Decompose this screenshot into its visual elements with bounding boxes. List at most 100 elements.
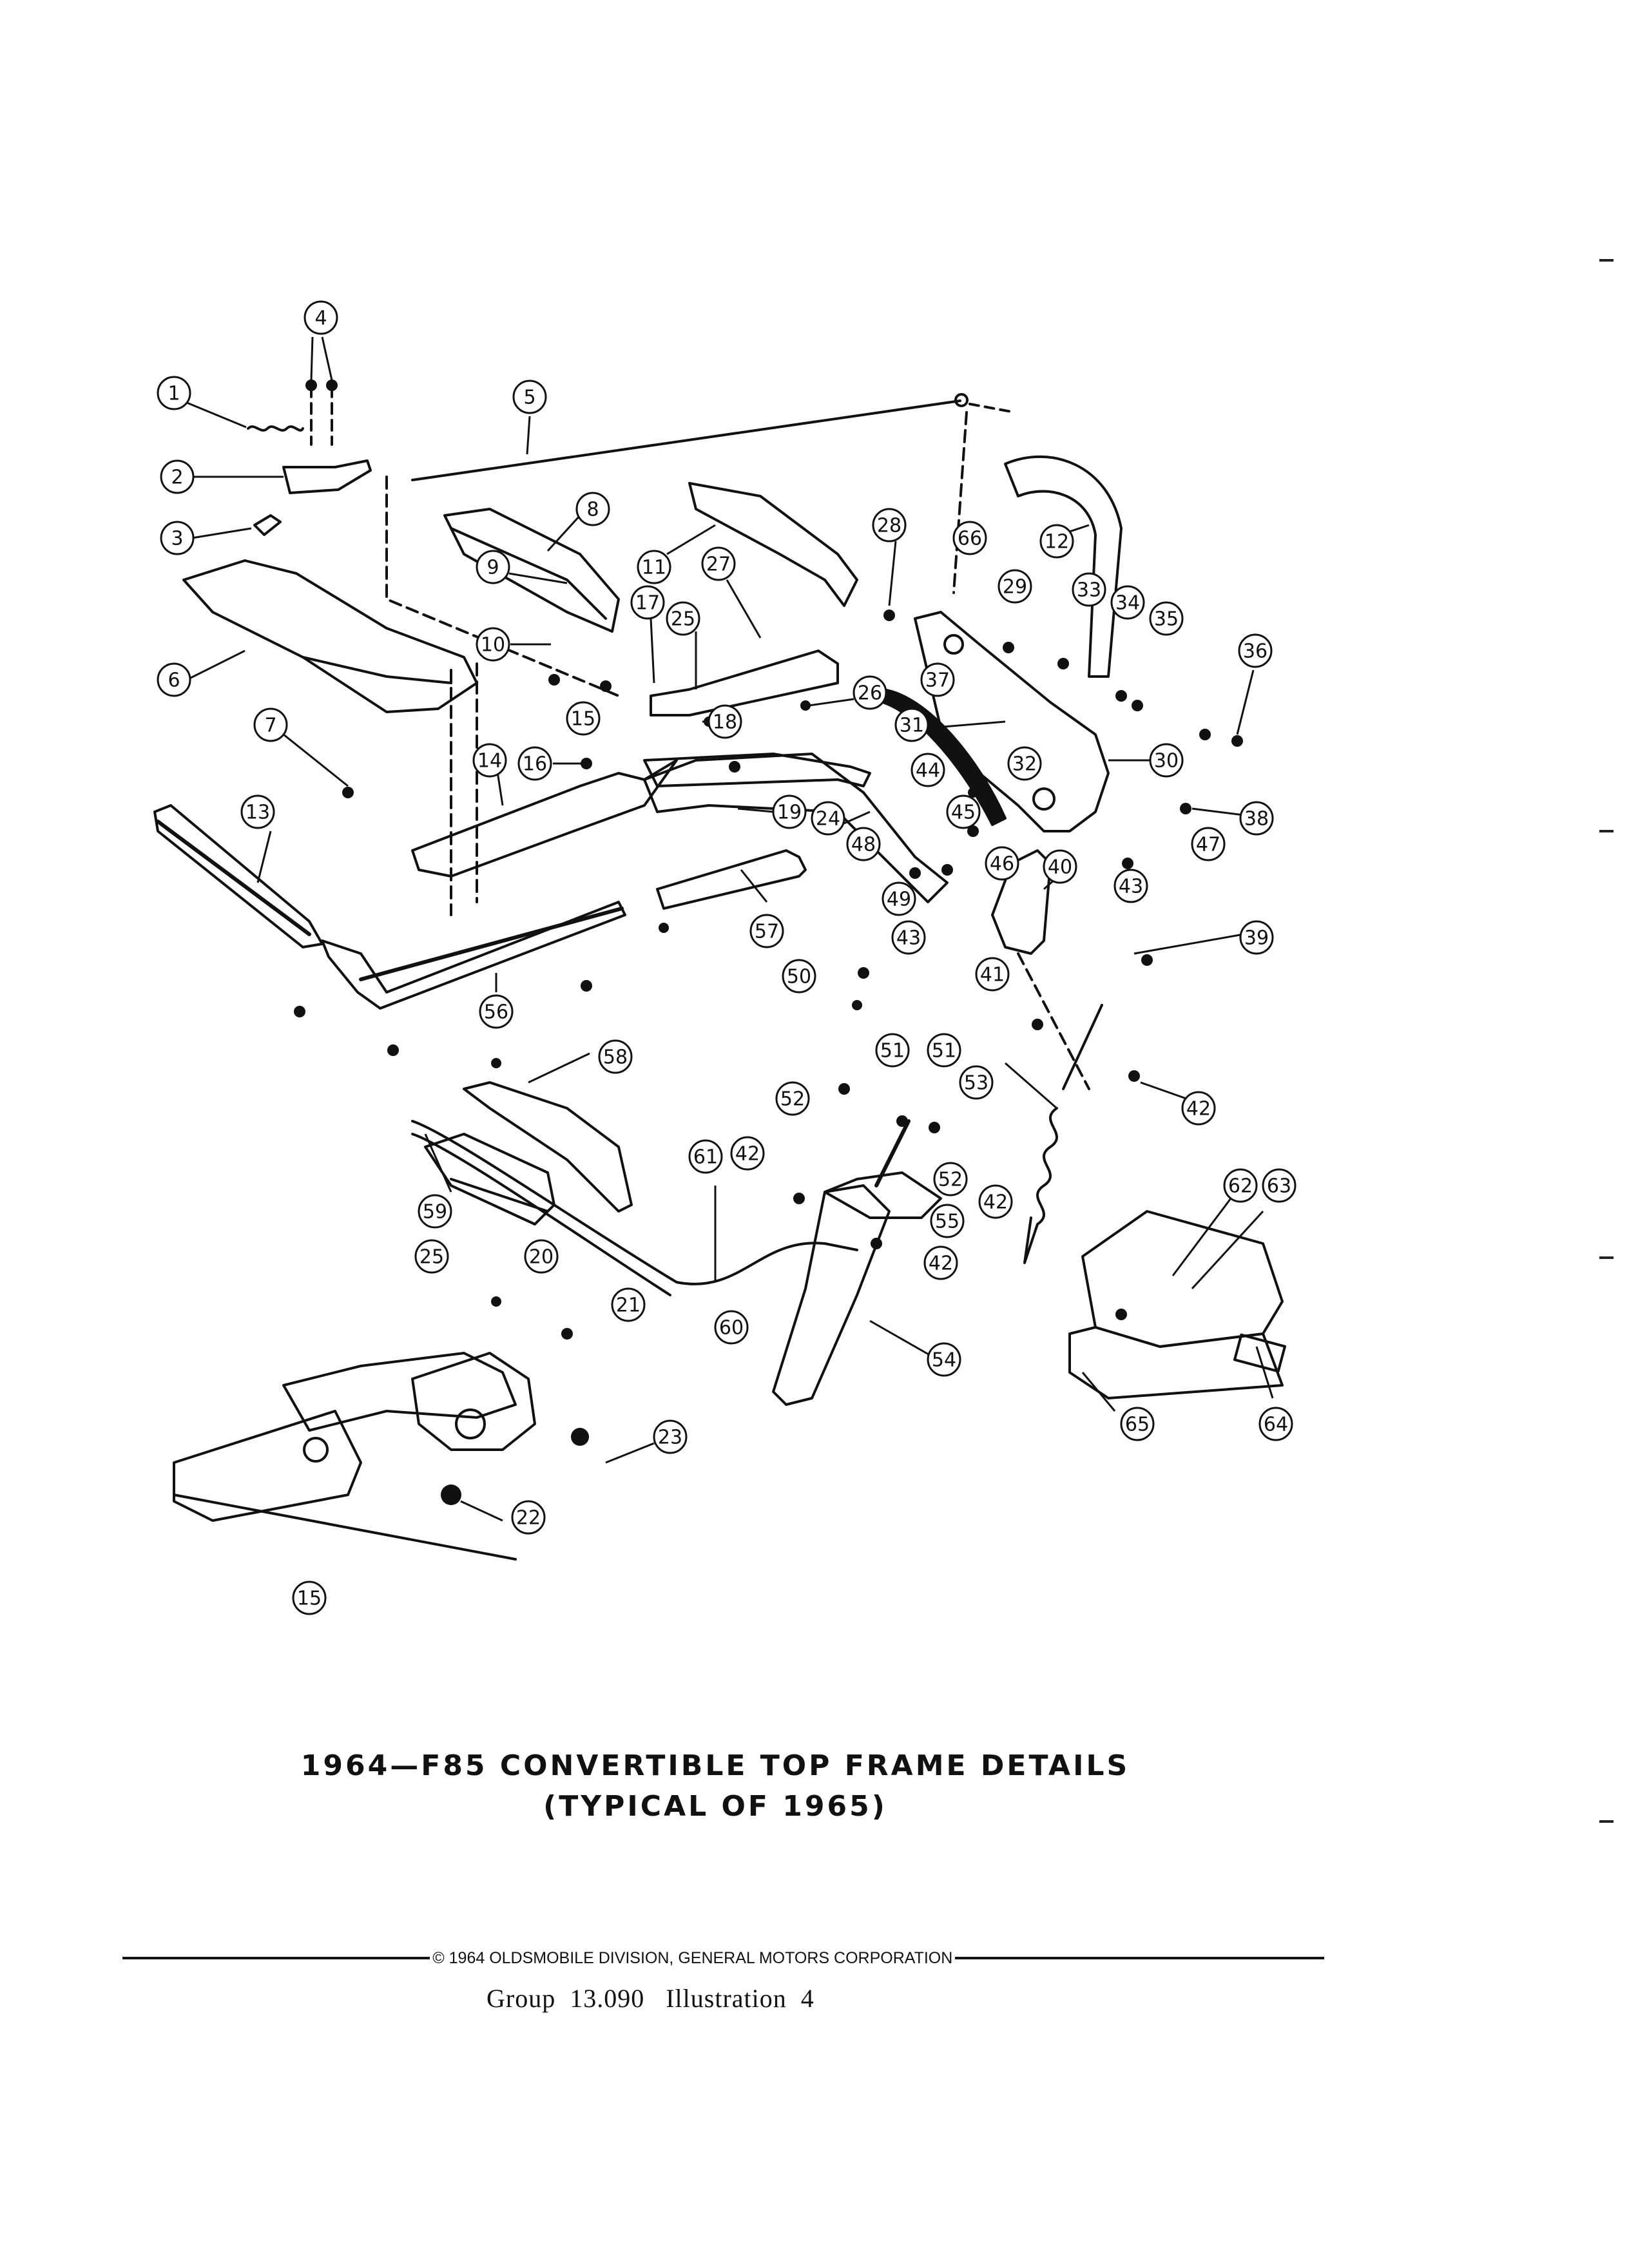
leader-4b	[321, 336, 333, 381]
callout-circle	[511, 1500, 546, 1535]
callout-45: 45	[946, 794, 981, 829]
callout-4: 4	[304, 300, 338, 335]
callout-43: 43	[1113, 869, 1148, 903]
callout-number: 17	[635, 592, 660, 615]
callout-58: 58	[598, 1039, 633, 1074]
callout-circle	[666, 601, 700, 636]
pivot-bracket	[411, 1352, 536, 1451]
callout-number: 9	[487, 557, 499, 579]
callout-11: 11	[637, 550, 671, 584]
callout-48: 48	[846, 827, 881, 861]
callout-8: 8	[575, 492, 610, 526]
callout-circle	[611, 1287, 646, 1322]
leader-53	[1005, 1062, 1057, 1110]
callout-number: 23	[658, 1427, 682, 1449]
callout-circle	[933, 1162, 968, 1196]
cylinder-mount	[824, 1171, 942, 1219]
callout-number: 44	[916, 760, 940, 782]
callout-number: 10	[481, 634, 505, 657]
callout-circle	[157, 376, 191, 410]
callout-25: 25	[414, 1239, 449, 1274]
callout-circle	[476, 627, 510, 662]
group-number: 13.090	[570, 1984, 645, 2013]
callout-number: 61	[693, 1146, 718, 1169]
callout-circle	[782, 959, 816, 994]
callout-number: 27	[706, 553, 731, 576]
callout-circle	[1149, 601, 1184, 636]
callout-circle	[418, 1194, 452, 1229]
callout-circle	[882, 881, 916, 916]
callout-number: 24	[816, 808, 840, 831]
callout-circle	[1181, 1091, 1216, 1126]
callout-number: 43	[896, 927, 921, 950]
rule-right	[955, 1957, 1324, 1959]
callout-38: 38	[1239, 801, 1274, 836]
callout-circle	[1239, 801, 1274, 836]
callout-number: 16	[523, 753, 547, 776]
leader-59	[424, 1133, 452, 1193]
callout-18: 18	[708, 704, 742, 739]
callout-circle	[975, 957, 1010, 992]
callout-circle	[1238, 633, 1273, 668]
callout-35: 35	[1149, 601, 1184, 636]
callout-29: 29	[998, 569, 1032, 604]
callout-circle	[927, 1342, 961, 1377]
callout-circle	[1239, 920, 1274, 955]
callout-circle	[923, 1245, 958, 1280]
callout-number: 41	[980, 964, 1005, 986]
callout-number: 1	[168, 383, 180, 405]
illustration-label: Illustration	[666, 1984, 787, 2013]
edge-mark-1	[1599, 259, 1614, 262]
callout-9: 9	[476, 550, 510, 584]
leader-40	[1133, 933, 1244, 955]
callout-circle	[1072, 572, 1106, 607]
leader-39	[1191, 807, 1244, 816]
callout-17: 17	[630, 585, 665, 620]
callout-number: 25	[671, 608, 695, 631]
callout-number: 64	[1264, 1414, 1288, 1436]
callout-51: 51	[875, 1033, 910, 1068]
callout-16: 16	[517, 746, 552, 781]
leader-8	[546, 514, 581, 552]
edge-mark-3	[1599, 1256, 1614, 1259]
callout-number: 29	[1003, 576, 1027, 599]
callout-number: 8	[586, 499, 599, 521]
callout-circle	[517, 746, 552, 781]
callout-7: 7	[253, 707, 288, 742]
clip-64	[1233, 1333, 1286, 1373]
callout-circle	[1149, 743, 1184, 778]
leader-32	[927, 720, 1006, 729]
callout-circle	[853, 675, 887, 710]
callout-31: 31	[894, 707, 929, 742]
callout-50: 50	[782, 959, 816, 994]
callout-24: 24	[811, 801, 845, 836]
callout-circle	[304, 300, 338, 335]
callout-circle	[875, 1033, 910, 1068]
callout-number: 18	[713, 711, 737, 734]
callout-number: 6	[168, 669, 180, 692]
callout-43: 43	[891, 920, 926, 955]
callout-markers: 1234567891011121314151516171819202122232…	[157, 300, 1296, 1615]
leader-37	[1236, 669, 1255, 735]
side-rail-12	[688, 482, 858, 607]
callout-42: 42	[1181, 1091, 1216, 1126]
callout-42: 42	[730, 1136, 765, 1171]
callout-52: 52	[775, 1081, 810, 1116]
callout-40: 40	[1043, 849, 1077, 884]
cable-end-fitting	[954, 393, 969, 407]
edge-mark-2	[1599, 830, 1614, 832]
copyright-line: © 1964 OLDSMOBILE DIVISION, GENERAL MOTO…	[122, 1947, 1324, 1969]
callout-37: 37	[920, 662, 955, 697]
callout-circle	[985, 846, 1019, 881]
linkage-upper	[643, 753, 871, 787]
spring	[247, 425, 304, 432]
group-label: Group	[487, 1984, 556, 2013]
top-cable	[411, 399, 961, 481]
callout-number: 58	[603, 1046, 628, 1069]
callout-number: 40	[1048, 856, 1072, 879]
callout-circle	[891, 920, 926, 955]
callout-circle	[472, 743, 507, 778]
callout-number: 48	[851, 834, 876, 856]
front-header-rail	[182, 559, 478, 713]
callout-circle	[598, 1039, 633, 1074]
